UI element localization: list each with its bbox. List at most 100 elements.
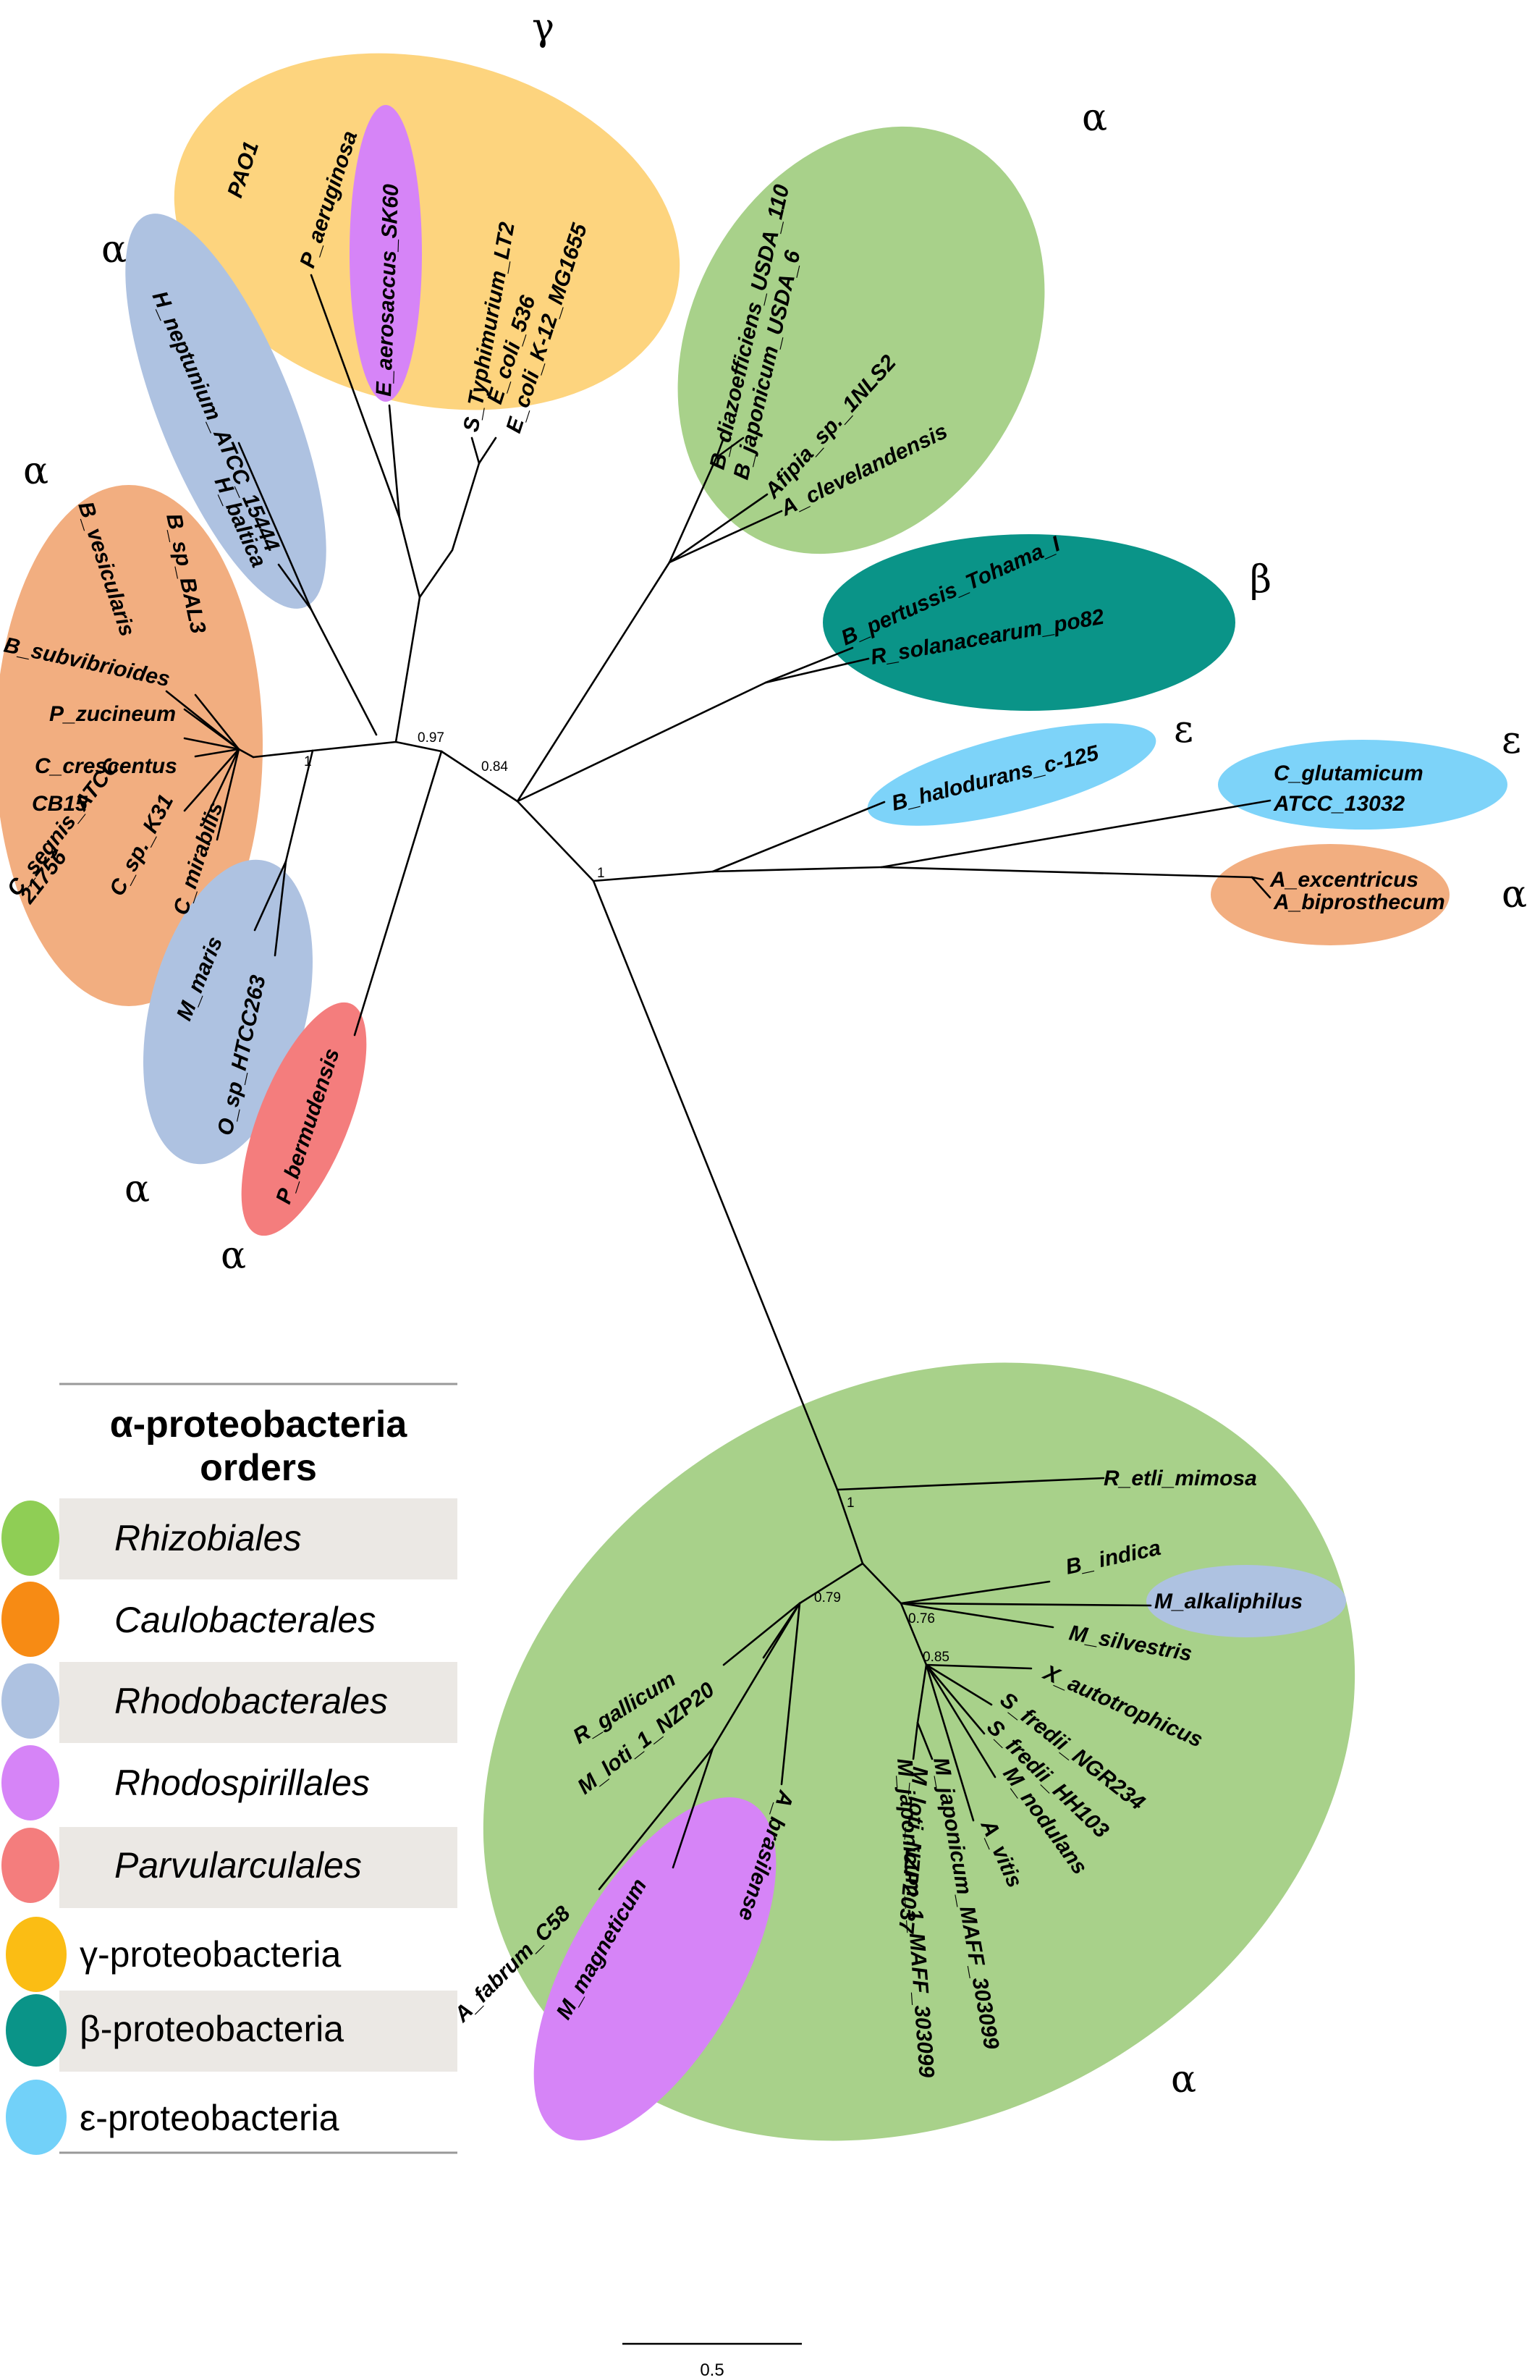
branch-center-to-epsilon-node (592, 870, 714, 882)
epsilon-halodurans-ellipse (867, 723, 1156, 826)
branch-c-segnis (183, 748, 240, 812)
branch-hyphomonas-stem (310, 608, 378, 736)
taxon-c-glutamicum: C_glutamicum (1274, 761, 1423, 785)
gamma-label: γ (532, 6, 554, 49)
taxon-r-etli: R_etli_mimosa (1104, 1467, 1257, 1490)
branch-rb-stem (836, 1488, 864, 1565)
branch-b-japonicum (715, 436, 745, 459)
rhizobiales-bottom-ellipse (483, 1362, 1355, 2141)
gamma-clade-ellipse (174, 53, 680, 410)
branch-n079-stem (798, 1562, 864, 1605)
branch-asticcacaulis-node (880, 866, 1253, 879)
branch-root-to-rhizobia-top (516, 561, 671, 803)
legend-label-epsilon: ε-proteobacteria (80, 2098, 339, 2138)
branch-n079-inner (711, 1602, 801, 1750)
branch-n076-stem (861, 1562, 902, 1605)
branch-c-sp-k31 (201, 748, 240, 827)
branch-m-silvestris (900, 1602, 1054, 1629)
branch-b-pertussis (764, 646, 854, 684)
epsilon-label-halodurans: ε (1174, 708, 1193, 751)
support-values: 0.97 0.84 1 1 1 0.79 0.76 0.85 (304, 730, 949, 1665)
branch-p-bermudensis (353, 750, 443, 1037)
branch-p-zucineum (183, 737, 240, 751)
branch-rhizobia-top-internal (668, 456, 718, 564)
legend-swatch-rhizobiales (1, 1501, 59, 1576)
legend-swatch-rhodospirillales (1, 1745, 59, 1820)
e-aerosaccus-ellipse (350, 105, 422, 402)
taxon-a-biprosthecum: A_biprosthecum (1273, 890, 1445, 914)
branch-a-brasilense (780, 1602, 801, 1786)
legend-band-rhodobacterales (59, 1662, 457, 1743)
branch-p-aeruginosa (310, 274, 401, 519)
support-1-left: 1 (304, 754, 312, 769)
branch-s-fredii-ngr (925, 1663, 993, 1706)
support-079: 0.79 (814, 1590, 841, 1605)
branch-e-aerosaccus (388, 404, 401, 519)
branch-maris-stem (284, 749, 314, 863)
legend-band-rhizobiales (59, 1498, 457, 1579)
alpha-label-parvularcula: α (221, 1234, 246, 1278)
branch-s-typhimurium (470, 436, 481, 465)
legend-swatch-caulobacterales (1, 1582, 59, 1657)
branch-e-coli (478, 436, 497, 465)
parvularculales-ellipse (241, 1002, 367, 1236)
branch-r-etli (836, 1477, 1105, 1491)
branch-a-vitis (925, 1663, 975, 1822)
branch-m-japonicum-maff (916, 1721, 934, 1760)
legend-band-parvularculales (59, 1827, 457, 1908)
legend-swatch-parvularculales (1, 1828, 59, 1903)
alpha-label-maris: α (124, 1168, 150, 1211)
branch-a-biprosthecum (1251, 876, 1272, 899)
branch-s-fredii-hh (925, 1663, 986, 1735)
legend-label-gamma: γ-proteobacteria (80, 1934, 341, 1975)
scale-bar-label: 0.5 (700, 2360, 724, 2380)
legend-title-line2: orders (200, 1447, 317, 1489)
epsilon-glutamicum-ellipse (1218, 740, 1507, 830)
taxon-m-alkaliphilus: M_alkaliphilus (1154, 1590, 1303, 1613)
legend-label-rhizobiales: Rhizobiales (114, 1518, 301, 1558)
taxon-c-crescentus: C_crescentus (35, 754, 177, 778)
legend-label-parvularculales: Parvularculales (114, 1845, 362, 1886)
scale-bar: 0.5 (622, 2342, 802, 2380)
legend: α-proteobacteria orders Rhizobiales Caul… (1, 1383, 457, 2155)
support-097: 0.97 (418, 730, 444, 746)
branch-root-to-center (516, 800, 595, 882)
branch-epsilon-node-2 (711, 866, 883, 873)
legend-swatch-gamma (6, 1917, 67, 1992)
rhodospirillales-bottom-ellipse (533, 1797, 777, 2140)
taxon-a-excentricus: A_excentricus (1269, 868, 1418, 892)
branch-c-glutamicum (880, 799, 1272, 869)
support-1-center: 1 (597, 866, 605, 881)
legend-label-caulobacterales: Caulobacterales (114, 1600, 376, 1640)
branch-root-to-gamma-node (440, 750, 519, 803)
support-1-bottom: 1 (847, 1495, 855, 1511)
rhizobiales-top-ellipse (677, 126, 1045, 554)
support-085: 0.85 (923, 1650, 949, 1665)
branch-a-excentricus (1251, 876, 1264, 881)
alpha-label-asticcacaulis: α (1502, 873, 1527, 916)
support-084: 0.84 (481, 759, 508, 775)
branch-m-nodulans (925, 1663, 997, 1778)
branch-caulo-node (237, 748, 255, 759)
taxon-atcc-13032: ATCC_13032 (1273, 792, 1405, 816)
branch-a-clevelandensis (668, 510, 783, 564)
branch-m-magneticum (672, 1747, 714, 1869)
branch-root-to-beta (516, 681, 767, 803)
alpha-label-hyphomonas: α (101, 228, 127, 271)
alpha-label-caulo: α (23, 450, 48, 493)
branch-center-to-rhizobia-bottom (592, 879, 839, 1491)
branch-m-loti-nzp2037 (912, 1721, 919, 1760)
tree-branches (165, 274, 1272, 1891)
branch-a-fabrum (598, 1747, 714, 1891)
branch-gamma-node-to-left (394, 740, 443, 753)
branch-r-gallicum (722, 1602, 801, 1666)
legend-title-line1: α-proteobacteria (110, 1404, 408, 1446)
branch-b-subvibrioides (183, 708, 240, 751)
branch-n085-stem (900, 1602, 928, 1666)
legend-swatch-epsilon (6, 2080, 67, 2155)
branch-b-sp-bal3 (194, 693, 240, 751)
branch-gamma-internal (398, 516, 421, 599)
branch-x-autotrophicus (925, 1663, 1033, 1670)
rhodobacterales-alkaliphilus-ellipse (1146, 1565, 1346, 1637)
